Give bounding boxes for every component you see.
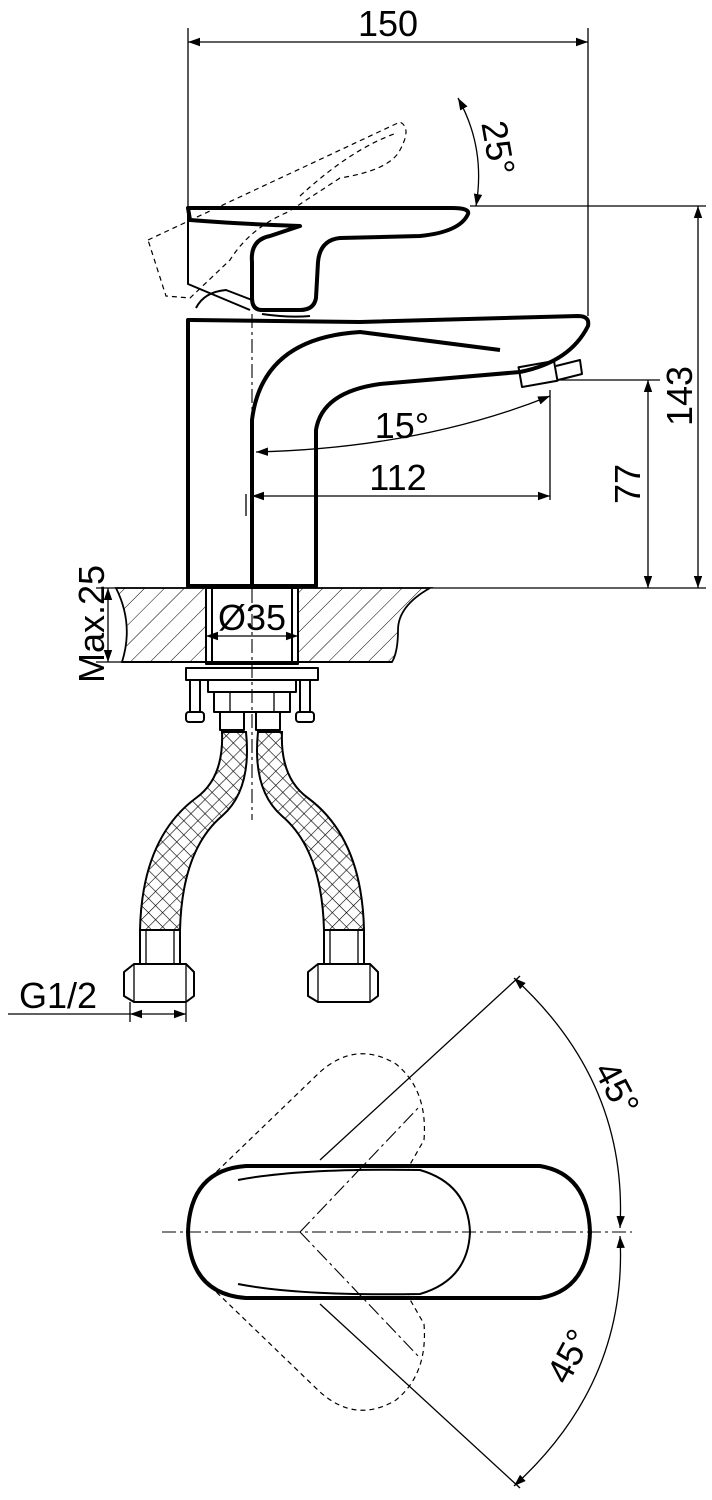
dimension-label-max25: Max.25: [71, 565, 112, 683]
dimension-label-diameter: Ø35: [218, 597, 286, 638]
hose-left: [138, 731, 248, 931]
dimension-label-thread: G1/2: [19, 975, 97, 1016]
fitting-left: [123, 929, 195, 1003]
spout-body: [186, 314, 591, 588]
angle-label-45-upper: 45°: [586, 1054, 648, 1121]
handle-rotated-lower: [209, 1285, 426, 1411]
countertop-section-right: [297, 587, 434, 663]
angle-label-45-lower: 45°: [538, 1322, 600, 1389]
dimension-label-112: 112: [369, 457, 426, 498]
dimension-label-77: 77: [607, 464, 648, 504]
mounting-hardware: [185, 667, 319, 731]
handle-rotated-upper: [209, 1053, 426, 1179]
side-view: 150 25° 15° 112 77: [8, 3, 706, 1022]
angle-label-15: 15°: [375, 405, 429, 446]
fitting-right: [307, 929, 379, 1003]
dimension-label-150: 150: [358, 3, 418, 44]
angle-arc-45-upper: [513, 977, 625, 1229]
countertop-section-left: [114, 587, 207, 663]
lever-handle: [186, 206, 471, 312]
lever-tilted-outline: [147, 121, 407, 299]
aerator: [517, 360, 559, 388]
hose-right: [256, 731, 366, 931]
angle-arc-15: [255, 395, 551, 456]
angle-arc-25: [457, 97, 483, 207]
angle-arc-45-lower: [513, 1235, 625, 1487]
angle-label-25: 25°: [473, 117, 523, 178]
top-view: 45° 45°: [162, 975, 648, 1489]
dimension-label-143: 143: [659, 366, 700, 426]
